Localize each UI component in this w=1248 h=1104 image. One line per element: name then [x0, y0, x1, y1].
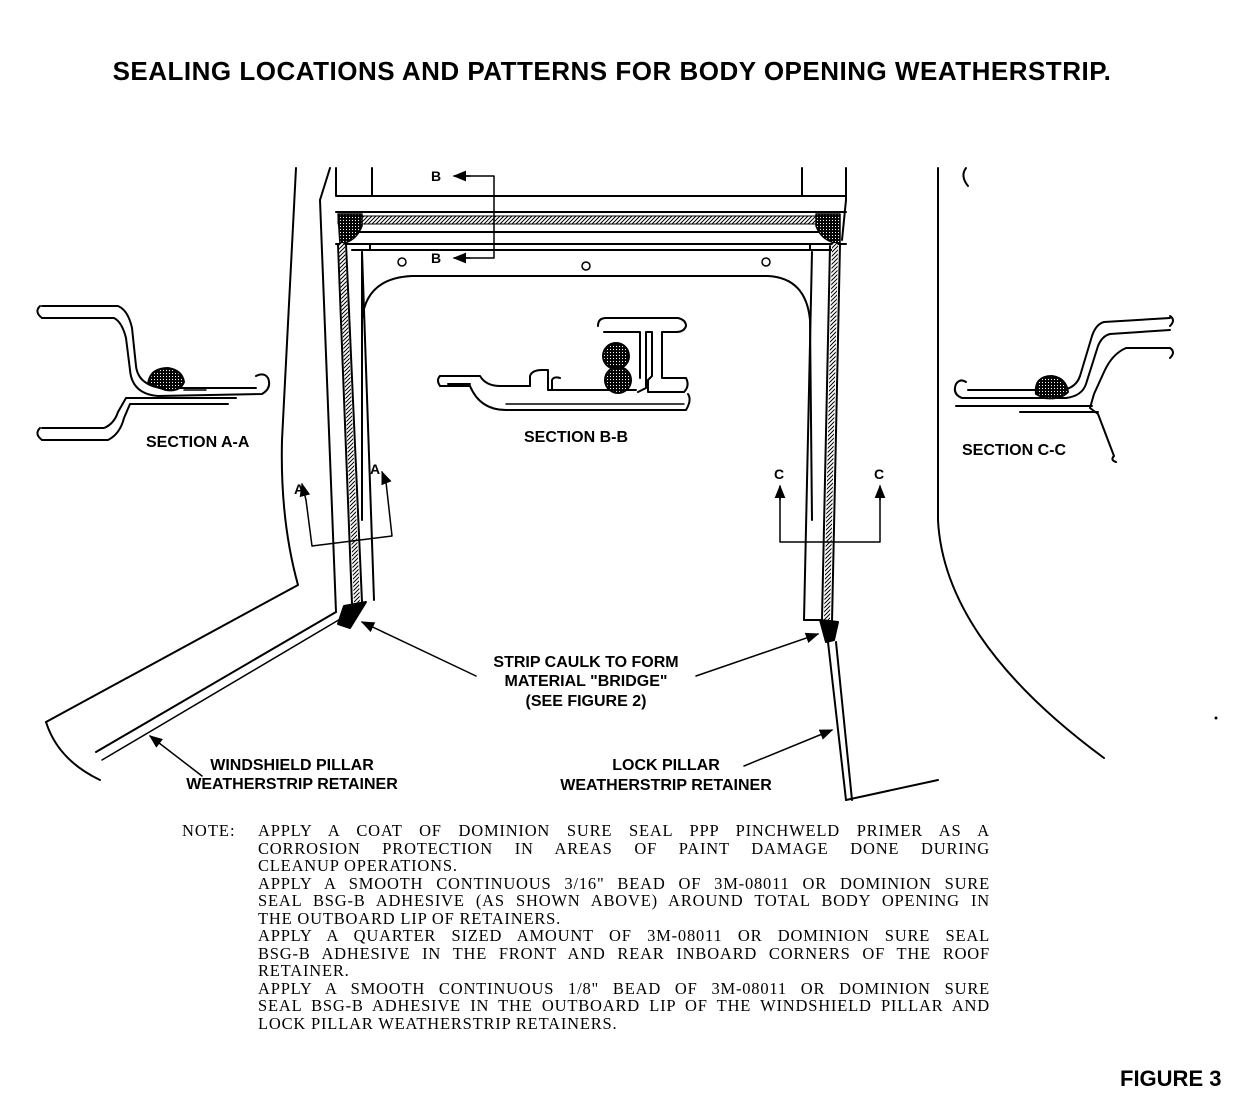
- marker-b-bottom: B: [431, 250, 441, 266]
- front-caulk-bridge: [337, 601, 367, 629]
- cut-line-bb: [452, 170, 495, 264]
- section-bb-detail: [437, 317, 691, 411]
- caulk-label-line2: MATERIAL "BRIDGE": [504, 673, 667, 690]
- diagram-title: SEALING LOCATIONS AND PATTERNS FOR BODY …: [112, 56, 1112, 86]
- front-corner-adhesive: [337, 213, 363, 245]
- section-aa-label: SECTION A-A: [146, 434, 250, 451]
- caulk-leader-front: [360, 621, 477, 677]
- rear-caulk-bridge: [819, 619, 839, 643]
- note-line: LOCK PILLAR WEATHERSTRIP RETAINERS.: [258, 1013, 618, 1033]
- cut-line-cc: [774, 484, 886, 543]
- roof-inner-panel: [361, 251, 813, 521]
- roof-rail: [335, 167, 847, 251]
- lock-leader: [743, 729, 834, 767]
- lock-label-line2: WEATHERSTRIP RETAINER: [560, 777, 772, 794]
- note-line: APPLY A COAT OF DOMINION SURE SEAL PPP P…: [258, 821, 990, 840]
- section-cc-label: SECTION C-C: [962, 442, 1066, 459]
- windshield-label-line1: WINDSHIELD PILLAR: [210, 757, 374, 774]
- note-line: BSG-B ADHESIVE IN THE FRONT AND REAR INB…: [258, 943, 990, 963]
- lock-pillar: [827, 167, 1105, 801]
- windshield-leader: [148, 735, 203, 777]
- note-line: RETAINER.: [258, 961, 350, 980]
- rear-corner-adhesive: [815, 213, 841, 245]
- note-line: SEAL BSG-B ADHESIVE (AS SHOWN ABOVE) ARO…: [258, 891, 990, 910]
- note-line: APPLY A QUARTER SIZED AMOUNT OF 3M-08011…: [258, 926, 990, 945]
- lock-label-line1: LOCK PILLAR: [612, 757, 720, 774]
- marker-a-left: A: [294, 481, 304, 497]
- figure-label: FIGURE 3: [1120, 1066, 1222, 1091]
- note-line: CLEANUP OPERATIONS.: [258, 856, 458, 875]
- caulk-label-line1: STRIP CAULK TO FORM: [493, 654, 678, 671]
- note-lines: APPLY A COAT OF DOMINION SURE SEAL PPP P…: [258, 822, 990, 1032]
- section-bb-label: SECTION B-B: [524, 429, 628, 446]
- marker-b-top: B: [431, 168, 441, 184]
- windshield-pillar: [45, 167, 343, 781]
- windshield-pillar-retainer: [337, 243, 375, 607]
- section-aa-detail: [36, 305, 271, 441]
- caulk-label-line3: (SEE FIGURE 2): [526, 693, 647, 710]
- note-line: CORROSION PROTECTION IN AREAS OF PAINT D…: [258, 838, 990, 858]
- note-line: APPLY A SMOOTH CONTINUOUS 1/8" BEAD OF 3…: [258, 978, 990, 998]
- lock-pillar-retainer: [803, 243, 841, 623]
- cut-line-aa: [299, 470, 393, 547]
- note-line: SEAL BSG-B ADHESIVE IN THE OUTBOARD LIP …: [258, 996, 990, 1015]
- stray-dot: [1214, 716, 1218, 720]
- note-line: APPLY A SMOOTH CONTINUOUS 3/16" BEAD OF …: [258, 873, 990, 893]
- windshield-label-line2: WEATHERSTRIP RETAINER: [186, 776, 398, 793]
- note-line: THE OUTBOARD LIP OF RETAINERS.: [258, 908, 562, 928]
- caulk-leader-rear: [695, 632, 820, 677]
- note-label: NOTE:: [182, 821, 236, 840]
- marker-c-left: C: [774, 466, 784, 482]
- marker-a-right: A: [370, 461, 380, 477]
- section-cc-detail: [953, 315, 1174, 463]
- marker-c-right: C: [874, 466, 884, 482]
